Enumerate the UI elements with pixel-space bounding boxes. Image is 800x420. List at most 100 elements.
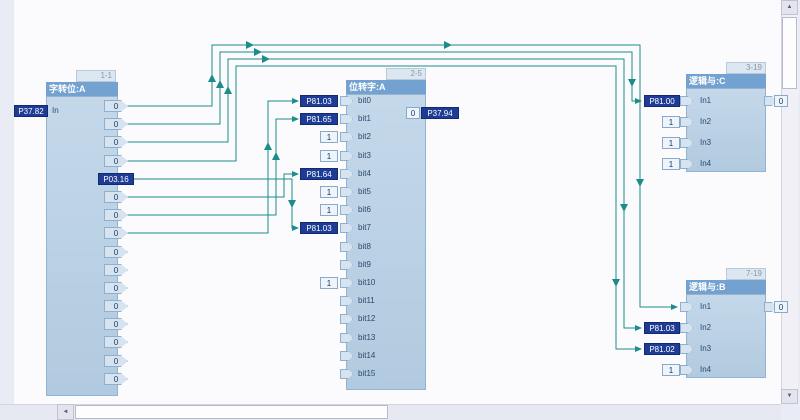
- input-param-box[interactable]: P81.00: [644, 95, 680, 107]
- block-id-tab: 2-5: [386, 68, 426, 80]
- input-label: bit6: [358, 205, 371, 214]
- input-pin[interactable]: [340, 314, 353, 324]
- input-const-box[interactable]: 1: [320, 150, 338, 162]
- input-const-box[interactable]: 1: [320, 131, 338, 143]
- output-pin[interactable]: 0: [104, 227, 128, 239]
- input-param-box[interactable]: P81.02: [644, 343, 680, 355]
- input-const-box[interactable]: 1: [320, 186, 338, 198]
- block-title[interactable]: 字转位:A: [46, 82, 118, 96]
- input-pin[interactable]: [340, 242, 353, 252]
- input-pin[interactable]: [340, 114, 353, 124]
- output-pin[interactable]: 0: [104, 336, 128, 348]
- input-label: bit3: [358, 151, 371, 160]
- input-pin[interactable]: [680, 138, 693, 148]
- horizontal-scroll-thumb[interactable]: [75, 405, 388, 419]
- output-pin[interactable]: 0: [104, 318, 128, 330]
- output-pin[interactable]: 0: [104, 355, 128, 367]
- input-param-box[interactable]: P81.65: [300, 113, 338, 125]
- block-id-tab: 3-19: [726, 62, 766, 74]
- block-id-tab: 7-19: [726, 268, 766, 280]
- output-param-box[interactable]: P03.16: [98, 173, 134, 185]
- input-label: bit14: [358, 351, 376, 360]
- input-pin[interactable]: [680, 365, 693, 375]
- input-const-box[interactable]: 1: [662, 158, 680, 170]
- input-param-box[interactable]: P81.03: [300, 222, 338, 234]
- input-label: bit0: [358, 96, 371, 105]
- input-label: bit15: [358, 369, 376, 378]
- output-pin[interactable]: 0: [104, 136, 128, 148]
- block-body[interactable]: [686, 294, 766, 378]
- output-value-box[interactable]: 0: [406, 107, 420, 119]
- input-param-box[interactable]: P81.64: [300, 168, 338, 180]
- arrow-down-icon: ▼: [786, 393, 793, 399]
- output-pin[interactable]: 0: [104, 246, 128, 258]
- block-title[interactable]: 逻辑与:B: [686, 280, 766, 294]
- input-const-box[interactable]: 1: [662, 116, 680, 128]
- input-pin[interactable]: [340, 351, 353, 361]
- scroll-up-button[interactable]: ▲: [781, 0, 798, 15]
- input-param-box[interactable]: P81.03: [644, 322, 680, 334]
- input-pin[interactable]: [340, 187, 353, 197]
- input-pin[interactable]: [340, 278, 353, 288]
- input-label: bit1: [358, 114, 371, 123]
- input-label: bit9: [358, 260, 371, 269]
- input-pin[interactable]: [680, 159, 693, 169]
- output-value-box[interactable]: 0: [774, 95, 788, 107]
- output-value-box[interactable]: 0: [774, 301, 788, 313]
- input-label: bit7: [358, 223, 371, 232]
- input-label: bit2: [358, 132, 371, 141]
- output-pin[interactable]: 0: [104, 300, 128, 312]
- input-label: bit8: [358, 242, 371, 251]
- block-title[interactable]: 位转字:A: [346, 80, 426, 94]
- input-const-box[interactable]: 1: [320, 204, 338, 216]
- block-title[interactable]: 逻辑与:C: [686, 74, 766, 88]
- input-pin[interactable]: [340, 132, 353, 142]
- input-pin[interactable]: [340, 205, 353, 215]
- input-pin[interactable]: [340, 333, 353, 343]
- input-pin[interactable]: [680, 117, 693, 127]
- input-const-box[interactable]: 1: [662, 364, 680, 376]
- input-pin[interactable]: [340, 151, 353, 161]
- output-pin[interactable]: 0: [104, 118, 128, 130]
- output-param-box[interactable]: P37.94: [421, 107, 459, 119]
- input-label: In1: [700, 96, 712, 105]
- output-pin[interactable]: 0: [104, 155, 128, 167]
- input-label: In2: [700, 323, 712, 332]
- scroll-down-button[interactable]: ▼: [781, 389, 798, 404]
- scroll-left-button[interactable]: ◄: [57, 404, 74, 420]
- output-pin[interactable]: 0: [104, 209, 128, 221]
- input-label: In2: [700, 117, 712, 126]
- input-label: In3: [700, 344, 712, 353]
- input-pin[interactable]: [340, 96, 353, 106]
- input-label: In4: [700, 159, 712, 168]
- input-label: bit13: [358, 333, 376, 342]
- block-body[interactable]: [686, 88, 766, 172]
- output-pin[interactable]: 0: [104, 191, 128, 203]
- output-pin[interactable]: 0: [104, 373, 128, 385]
- input-pin[interactable]: [680, 302, 693, 312]
- input-label: bit12: [358, 314, 376, 323]
- input-label: In3: [700, 138, 712, 147]
- input-pin[interactable]: [340, 369, 353, 379]
- output-pin[interactable]: 0: [104, 100, 128, 112]
- vertical-scroll-thumb[interactable]: [782, 17, 797, 89]
- input-param-box[interactable]: P37.82: [14, 105, 48, 117]
- input-pin[interactable]: [680, 96, 693, 106]
- input-label: bit4: [358, 169, 371, 178]
- input-param-box[interactable]: P81.03: [300, 95, 338, 107]
- input-pin[interactable]: [340, 260, 353, 270]
- output-pin[interactable]: 0: [104, 282, 128, 294]
- arrow-up-icon: ▲: [786, 4, 793, 10]
- input-pin[interactable]: [680, 344, 693, 354]
- input-pin[interactable]: [340, 296, 353, 306]
- input-const-box[interactable]: 1: [662, 137, 680, 149]
- input-label: bit5: [358, 187, 371, 196]
- input-pin[interactable]: [680, 323, 693, 333]
- input-label: In1: [700, 302, 712, 311]
- input-pin[interactable]: [340, 169, 353, 179]
- input-pin[interactable]: [340, 223, 353, 233]
- output-pin[interactable]: 0: [104, 264, 128, 276]
- input-const-box[interactable]: 1: [320, 277, 338, 289]
- scrollbar-corner: [781, 404, 800, 420]
